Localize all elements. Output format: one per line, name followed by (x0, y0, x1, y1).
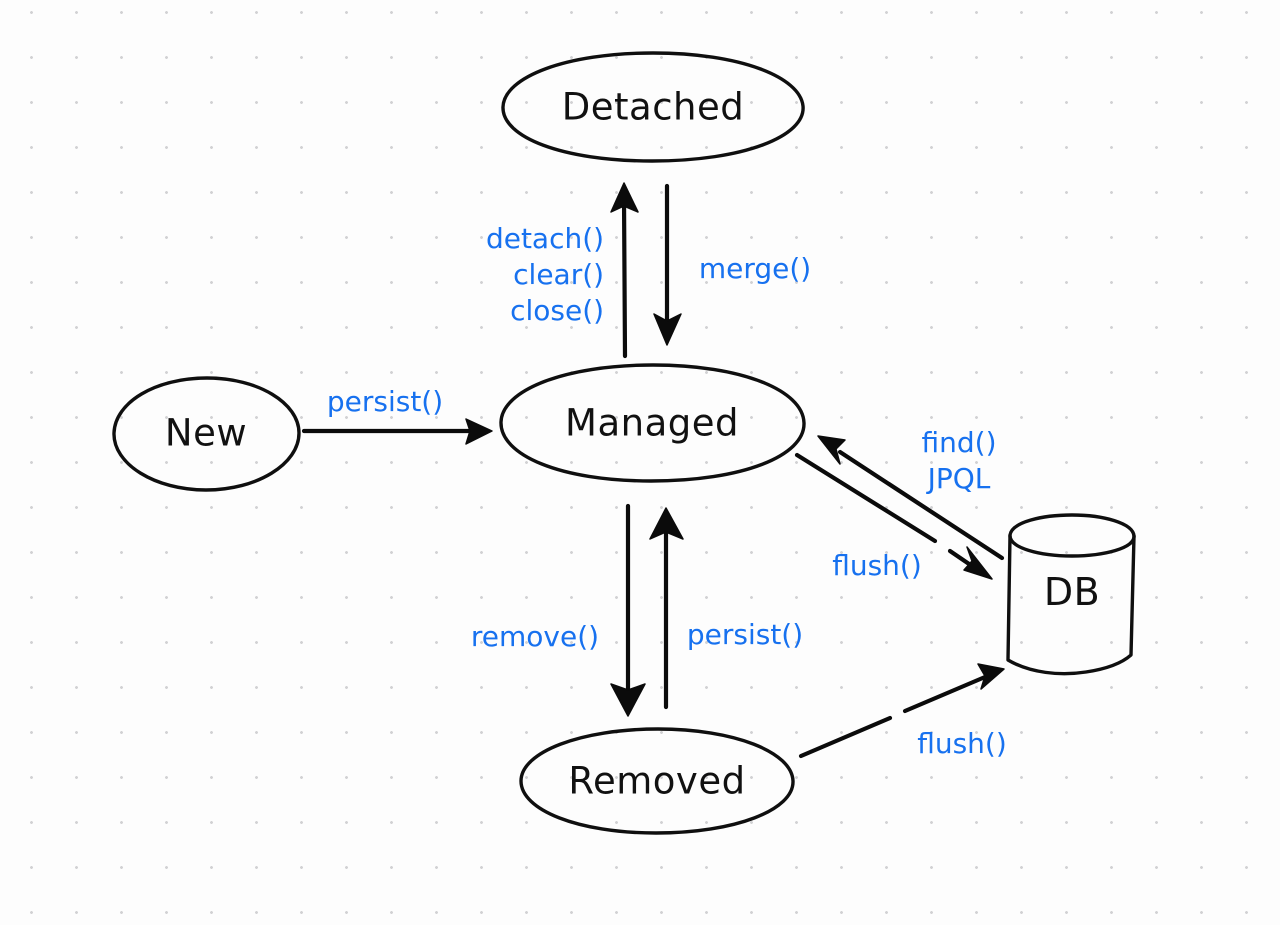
edge-removed-to-managed (649, 507, 684, 710)
node-shape-db (1006, 513, 1136, 676)
node-shape-detached (501, 51, 805, 163)
edge-detached-to-managed (653, 183, 682, 346)
edge-new-to-managed (301, 418, 493, 445)
edge-removed-to-db (798, 663, 1005, 759)
node-shape-removed (519, 727, 795, 835)
edge-managed-to-removed (610, 503, 646, 717)
edge-managed-to-detached (610, 182, 639, 359)
node-shape-new (112, 376, 301, 492)
node-shape-managed (499, 363, 806, 483)
edge-db-to-managed (817, 435, 1005, 561)
edge-managed-to-db (794, 452, 993, 580)
